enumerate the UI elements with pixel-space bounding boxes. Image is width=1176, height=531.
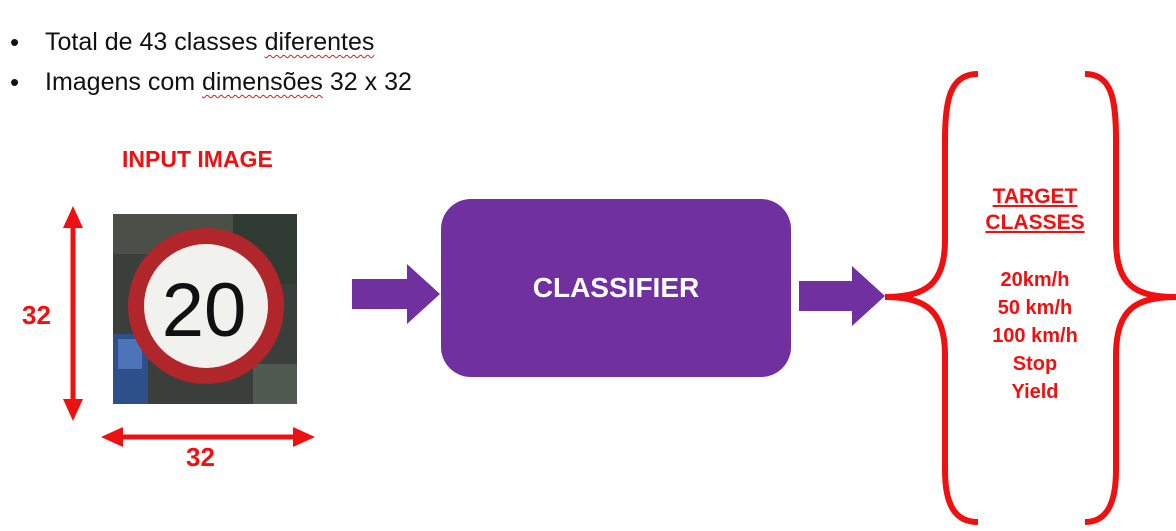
bullet-dot-icon: • — [10, 67, 20, 97]
target-class-item: Stop — [1012, 353, 1058, 375]
classifier-label: CLASSIFIER — [532, 272, 700, 303]
flow-arrow-icon — [799, 266, 885, 326]
width-dimension-label: 32 — [186, 442, 215, 472]
width-dimension-arrow-icon — [101, 427, 315, 447]
spellcheck-underlined-word: dimensões — [202, 68, 323, 96]
target-heading-line: CLASSES — [985, 211, 1085, 234]
target-class-item: 50 km/h — [997, 297, 1073, 319]
classifier-block: CLASSIFIER — [441, 199, 791, 377]
target-classes-heading: TARGET CLASSES — [960, 184, 1110, 236]
target-class-item: Yield — [1011, 381, 1059, 403]
target-class-item: 20km/h — [1000, 269, 1070, 291]
height-dimension-label: 32 — [22, 300, 51, 330]
height-dimension-arrow-icon — [63, 206, 83, 421]
sign-number: 20 — [162, 268, 247, 353]
left-curly-brace-icon — [884, 71, 979, 525]
bullet-dot-icon: • — [10, 27, 20, 57]
bullet-text: Imagens com dimensões 32 x 32 — [45, 68, 412, 96]
target-class-item: 100 km/h — [992, 325, 1078, 347]
input-image-title: INPUT IMAGE — [122, 146, 273, 172]
spellcheck-underlined-word: diferentes — [264, 28, 375, 56]
target-classes-list: 20km/h 50 km/h 100 km/h Stop Yield — [960, 266, 1110, 406]
flow-arrow-icon — [352, 264, 440, 324]
target-heading-line: TARGET — [992, 185, 1078, 208]
speed-limit-sign-image: 20 — [113, 214, 297, 404]
bullet-text: Total de 43 classes diferentes — [45, 28, 375, 56]
